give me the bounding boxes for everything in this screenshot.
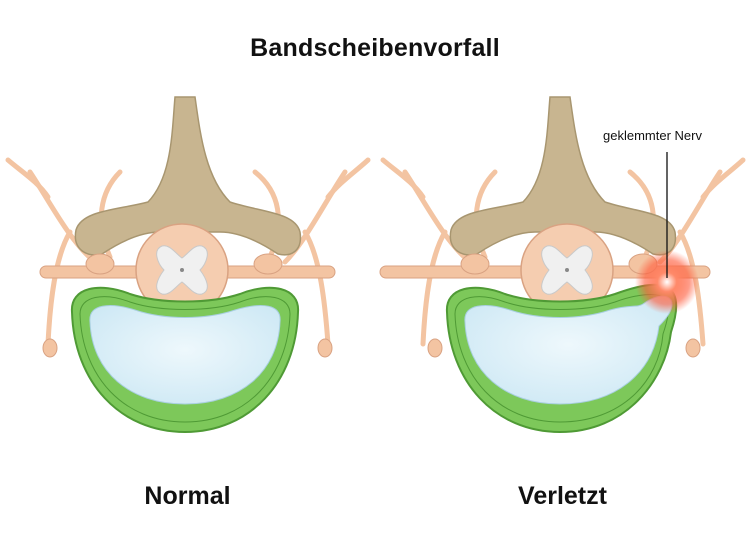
vertebra-bone bbox=[449, 96, 677, 256]
label-normal: Normal bbox=[144, 482, 231, 510]
label-verletzt: Verletzt bbox=[518, 482, 607, 510]
inflammation-glow bbox=[635, 250, 699, 314]
panel-normal bbox=[0, 82, 375, 472]
annotation-pinched-nerve: geklemmter Nerv bbox=[603, 128, 702, 143]
vertebra-injured-illustration bbox=[379, 96, 746, 434]
vertebra-normal-illustration bbox=[5, 96, 371, 434]
panel-verletzt bbox=[375, 82, 750, 472]
nucleus-pulposus bbox=[89, 305, 281, 405]
diagram-title: Bandscheibenvorfall bbox=[250, 34, 500, 62]
vertebra-bone bbox=[74, 96, 302, 256]
